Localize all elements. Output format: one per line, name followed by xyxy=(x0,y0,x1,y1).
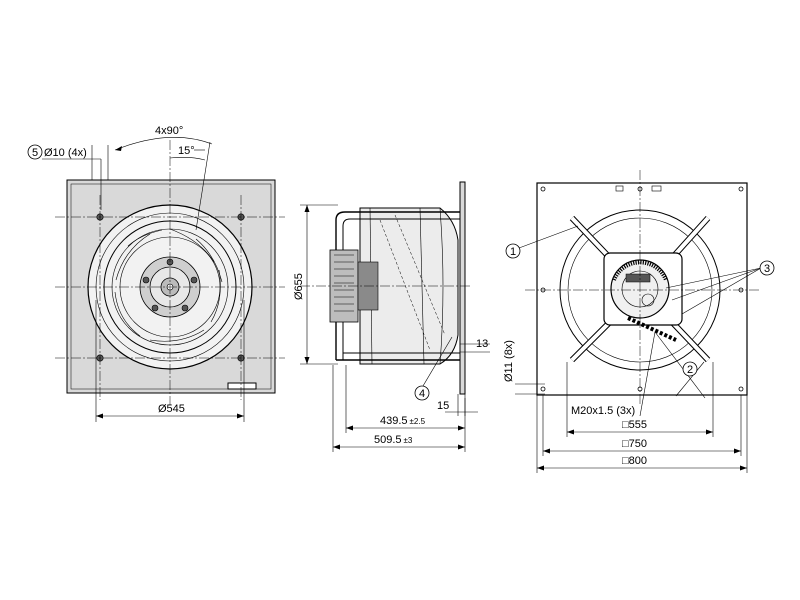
front-hole-dim: Ø10 (4x) xyxy=(44,147,87,159)
callout-4-bubble xyxy=(414,385,430,401)
front-view: 4x90° 15° 5 Ø10 (4x) Ø545 xyxy=(27,125,285,422)
angle-15-leader xyxy=(195,141,211,231)
side-depth-2: 509.5±3 xyxy=(374,434,413,446)
callout-1-label: 1 xyxy=(510,246,516,258)
back-hole-dim: Ø11 (8x) xyxy=(503,340,515,382)
callout-5-bubble xyxy=(27,144,43,160)
side-dim-13: 13 xyxy=(476,338,488,350)
angle-pattern-label: 4x90° xyxy=(155,125,183,137)
callout-4-label: 4 xyxy=(419,388,425,400)
callout-3-bubble xyxy=(759,260,775,276)
callout-2-label: 2 xyxy=(687,364,693,376)
callout-3-label: 3 xyxy=(764,263,770,275)
back-motor-fins xyxy=(612,260,668,281)
back-square-555: □555 xyxy=(622,419,647,431)
callout-5-label: 5 xyxy=(32,147,38,159)
callout-1-bubble xyxy=(505,243,521,259)
impeller-blades xyxy=(114,228,223,342)
side-motor-fins xyxy=(334,254,354,312)
side-mounting-plate xyxy=(459,181,466,395)
front-diameter-dim: Ø545 xyxy=(158,403,185,415)
angle-arc-15 xyxy=(169,157,206,161)
angle-offset-label: 15° xyxy=(178,145,195,157)
back-cable-glands xyxy=(627,316,677,342)
side-support-frame xyxy=(335,211,460,360)
side-dim-15: 15 xyxy=(437,400,449,412)
back-square-750: □750 xyxy=(622,438,647,450)
back-terminal-box xyxy=(625,273,651,283)
back-square-800: □800 xyxy=(622,455,647,467)
back-thread-label: M20x1.5 (3x) xyxy=(571,405,635,417)
front-connector-tab xyxy=(227,382,257,390)
angle-arc-90 xyxy=(114,137,213,151)
side-depth-1: 439.5±2.5 xyxy=(380,415,426,427)
callout-2-bubble xyxy=(682,361,698,377)
back-mounting-holes xyxy=(540,186,744,392)
back-support-arms xyxy=(569,215,711,363)
side-height-dim: Ø655 xyxy=(293,273,305,300)
side-view: Ø655 4 13 15 439.5±2.5 509.5±3 xyxy=(293,181,490,452)
back-view: 1 3 2 Ø11 (8x) M20x1.5 (3x) □555 □750 xyxy=(503,170,775,473)
